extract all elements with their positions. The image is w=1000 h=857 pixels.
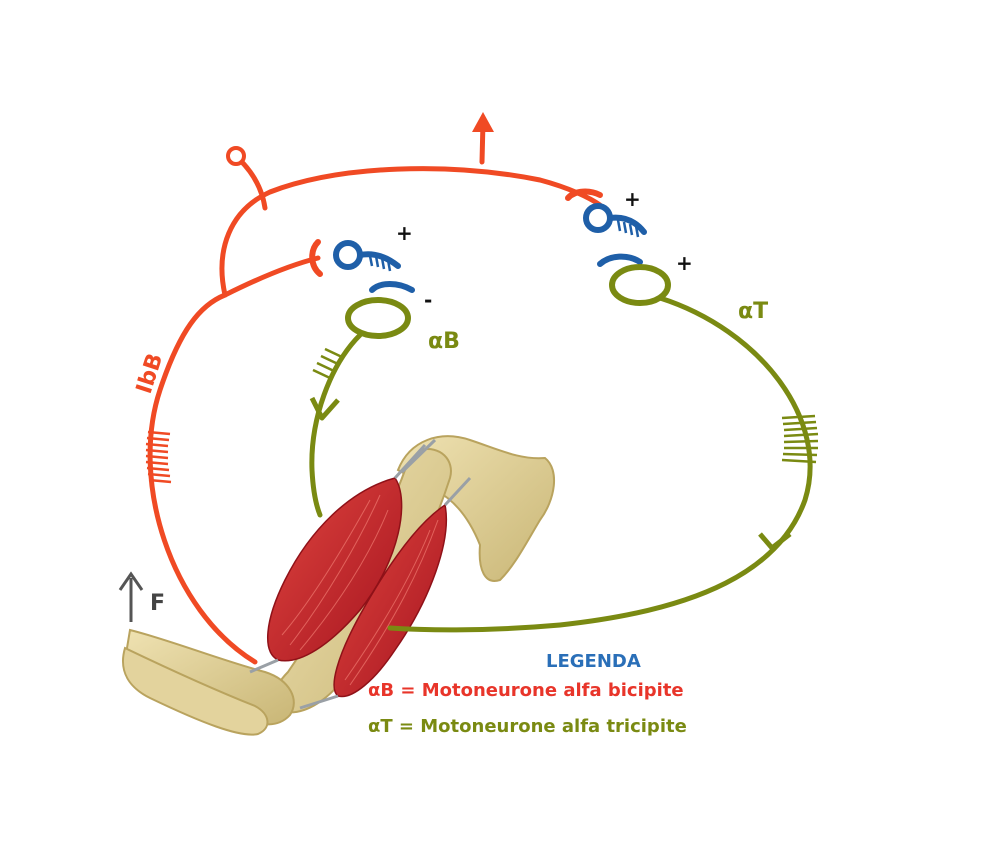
muscle-fibers <box>281 494 439 686</box>
force-arrow <box>118 571 144 622</box>
biceps-muscle <box>267 477 403 662</box>
ab-label: αB <box>428 329 460 354</box>
legend-ab: αB = Motoneurone alfa bicipite <box>368 680 684 701</box>
sign-ab-minus: - <box>424 288 432 312</box>
ab-action-potential-marks <box>312 347 343 380</box>
triceps-muscle <box>333 503 447 698</box>
arm-illustration <box>122 435 556 736</box>
ib-label: IbB <box>132 350 168 396</box>
legend: LEGENDA αB = Motoneurone alfa bicipite α… <box>368 651 687 737</box>
synapse-cap-biceps <box>309 239 323 277</box>
motoneuron-ab <box>345 297 411 339</box>
sign-at-inter-plus: + <box>624 187 641 211</box>
sign-ib-inter-plus: + <box>396 221 413 245</box>
motoneuron-at <box>609 264 671 306</box>
synapse-cap-triceps <box>565 188 603 201</box>
legend-at: αT = Motoneurone alfa tricipite <box>368 716 687 737</box>
at-efferent-axon <box>387 295 813 633</box>
ab-arrow-head <box>309 396 340 421</box>
forearm-bone-2 <box>122 646 269 736</box>
at-label: αT <box>738 299 768 324</box>
interneuron-biceps <box>333 240 415 293</box>
tendons <box>249 438 472 710</box>
interneuron-triceps <box>583 203 647 267</box>
ab-efferent-axon <box>309 332 363 518</box>
at-arrow-head <box>758 532 792 551</box>
force-label: F <box>150 591 165 616</box>
legend-title: LEGENDA <box>546 651 641 672</box>
ib-action-potential-marks <box>145 430 172 484</box>
at-action-potential-marks <box>781 414 819 464</box>
collateral-terminal <box>226 146 246 166</box>
sign-at-plus: + <box>676 251 693 275</box>
ascending-arrow-head <box>472 112 494 132</box>
